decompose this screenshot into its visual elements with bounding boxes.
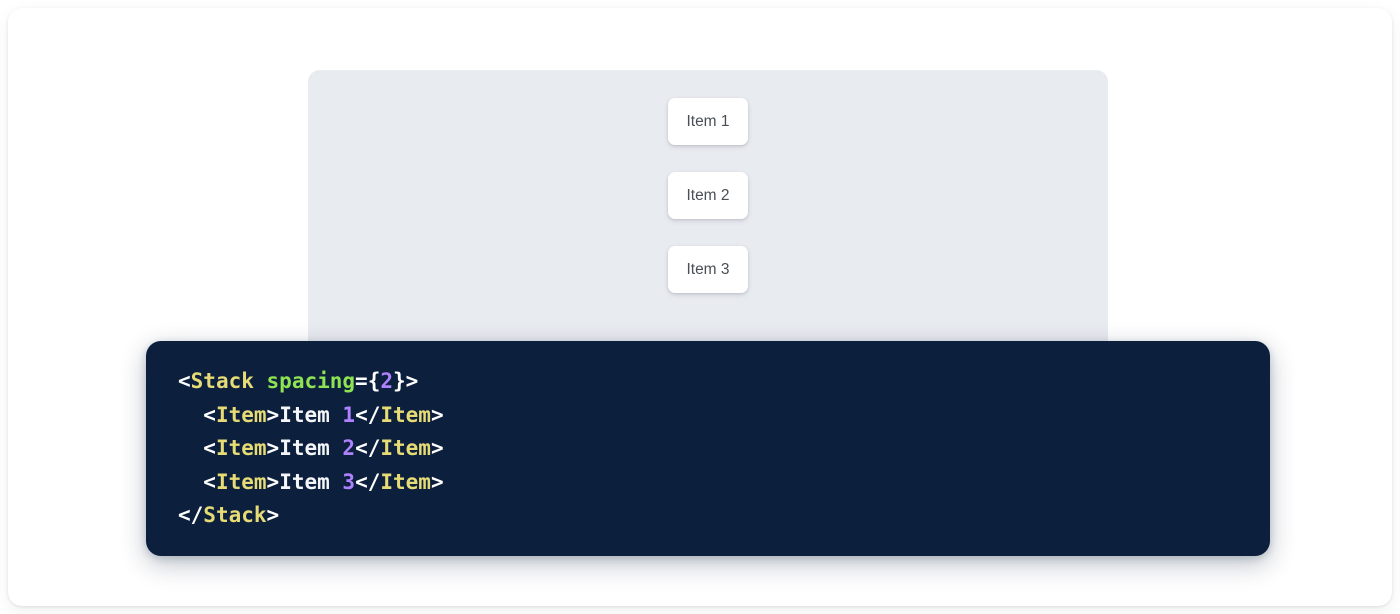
code-token-text: Item (279, 402, 343, 427)
code-token-punct: > (266, 503, 280, 527)
code-token-punct: < (203, 436, 216, 460)
code-token-punct (254, 369, 267, 393)
component-preview-panel: Item 1 Item 2 Item 3 (308, 70, 1108, 370)
code-token-punct: < (203, 402, 216, 427)
code-indent (178, 436, 203, 460)
code-token-punct: > (430, 469, 444, 494)
code-snippet-text: <Stack spacing={2}> <Item>Item 1</Item> … (178, 365, 1238, 533)
code-token-num: 1 (342, 402, 356, 427)
code-token-tag: Item (380, 436, 431, 460)
stack-item[interactable]: Item 1 (668, 98, 748, 145)
code-token-num: 2 (342, 436, 356, 460)
stack-item-label: Item 2 (686, 186, 730, 204)
code-line: <Stack spacing={2}> (178, 365, 1238, 399)
stack-item-label: Item 1 (686, 112, 730, 130)
code-token-punct: > (266, 402, 280, 427)
code-token-punct: </ (355, 469, 381, 494)
code-token-tag: Item (380, 402, 431, 427)
code-line: <Item>Item 3</Item> (178, 466, 1238, 500)
code-token-num: 3 (342, 469, 356, 494)
code-token-tag: Item (215, 402, 267, 427)
stack-container: Item 1 Item 2 Item 3 (668, 98, 748, 293)
code-token-tag: Stack (203, 503, 267, 527)
code-token-num: 2 (380, 369, 393, 393)
code-token-punct: </ (178, 503, 204, 527)
code-token-punct: </ (355, 436, 381, 460)
code-token-text: Item (279, 469, 343, 494)
code-token-punct: < (178, 369, 191, 393)
code-token-punct: < (203, 469, 216, 494)
code-indent (178, 470, 203, 494)
stack-item[interactable]: Item 2 (668, 172, 748, 219)
code-token-punct: > (430, 402, 444, 427)
code-token-punct: </ (355, 402, 381, 427)
stack-item-label: Item 3 (686, 260, 730, 278)
code-token-punct: > (266, 436, 280, 460)
code-token-attr: spacing (266, 369, 356, 393)
code-line: <Item>Item 2</Item> (178, 432, 1238, 466)
code-token-punct: > (266, 469, 280, 494)
code-token-tag: Stack (190, 369, 254, 393)
code-snippet-block[interactable]: <Stack spacing={2}> <Item>Item 1</Item> … (146, 341, 1270, 556)
code-token-punct: }> (393, 369, 419, 393)
code-token-tag: Item (380, 469, 431, 494)
code-indent (178, 403, 203, 427)
code-token-punct: > (430, 436, 444, 460)
code-token-tag: Item (215, 469, 267, 494)
code-line: <Item>Item 1</Item> (178, 399, 1238, 433)
stack-item[interactable]: Item 3 (668, 246, 748, 293)
code-token-tag: Item (215, 436, 267, 460)
code-token-punct: ={ (355, 369, 381, 393)
code-token-text: Item (279, 436, 343, 460)
code-line: </Stack> (178, 499, 1238, 533)
